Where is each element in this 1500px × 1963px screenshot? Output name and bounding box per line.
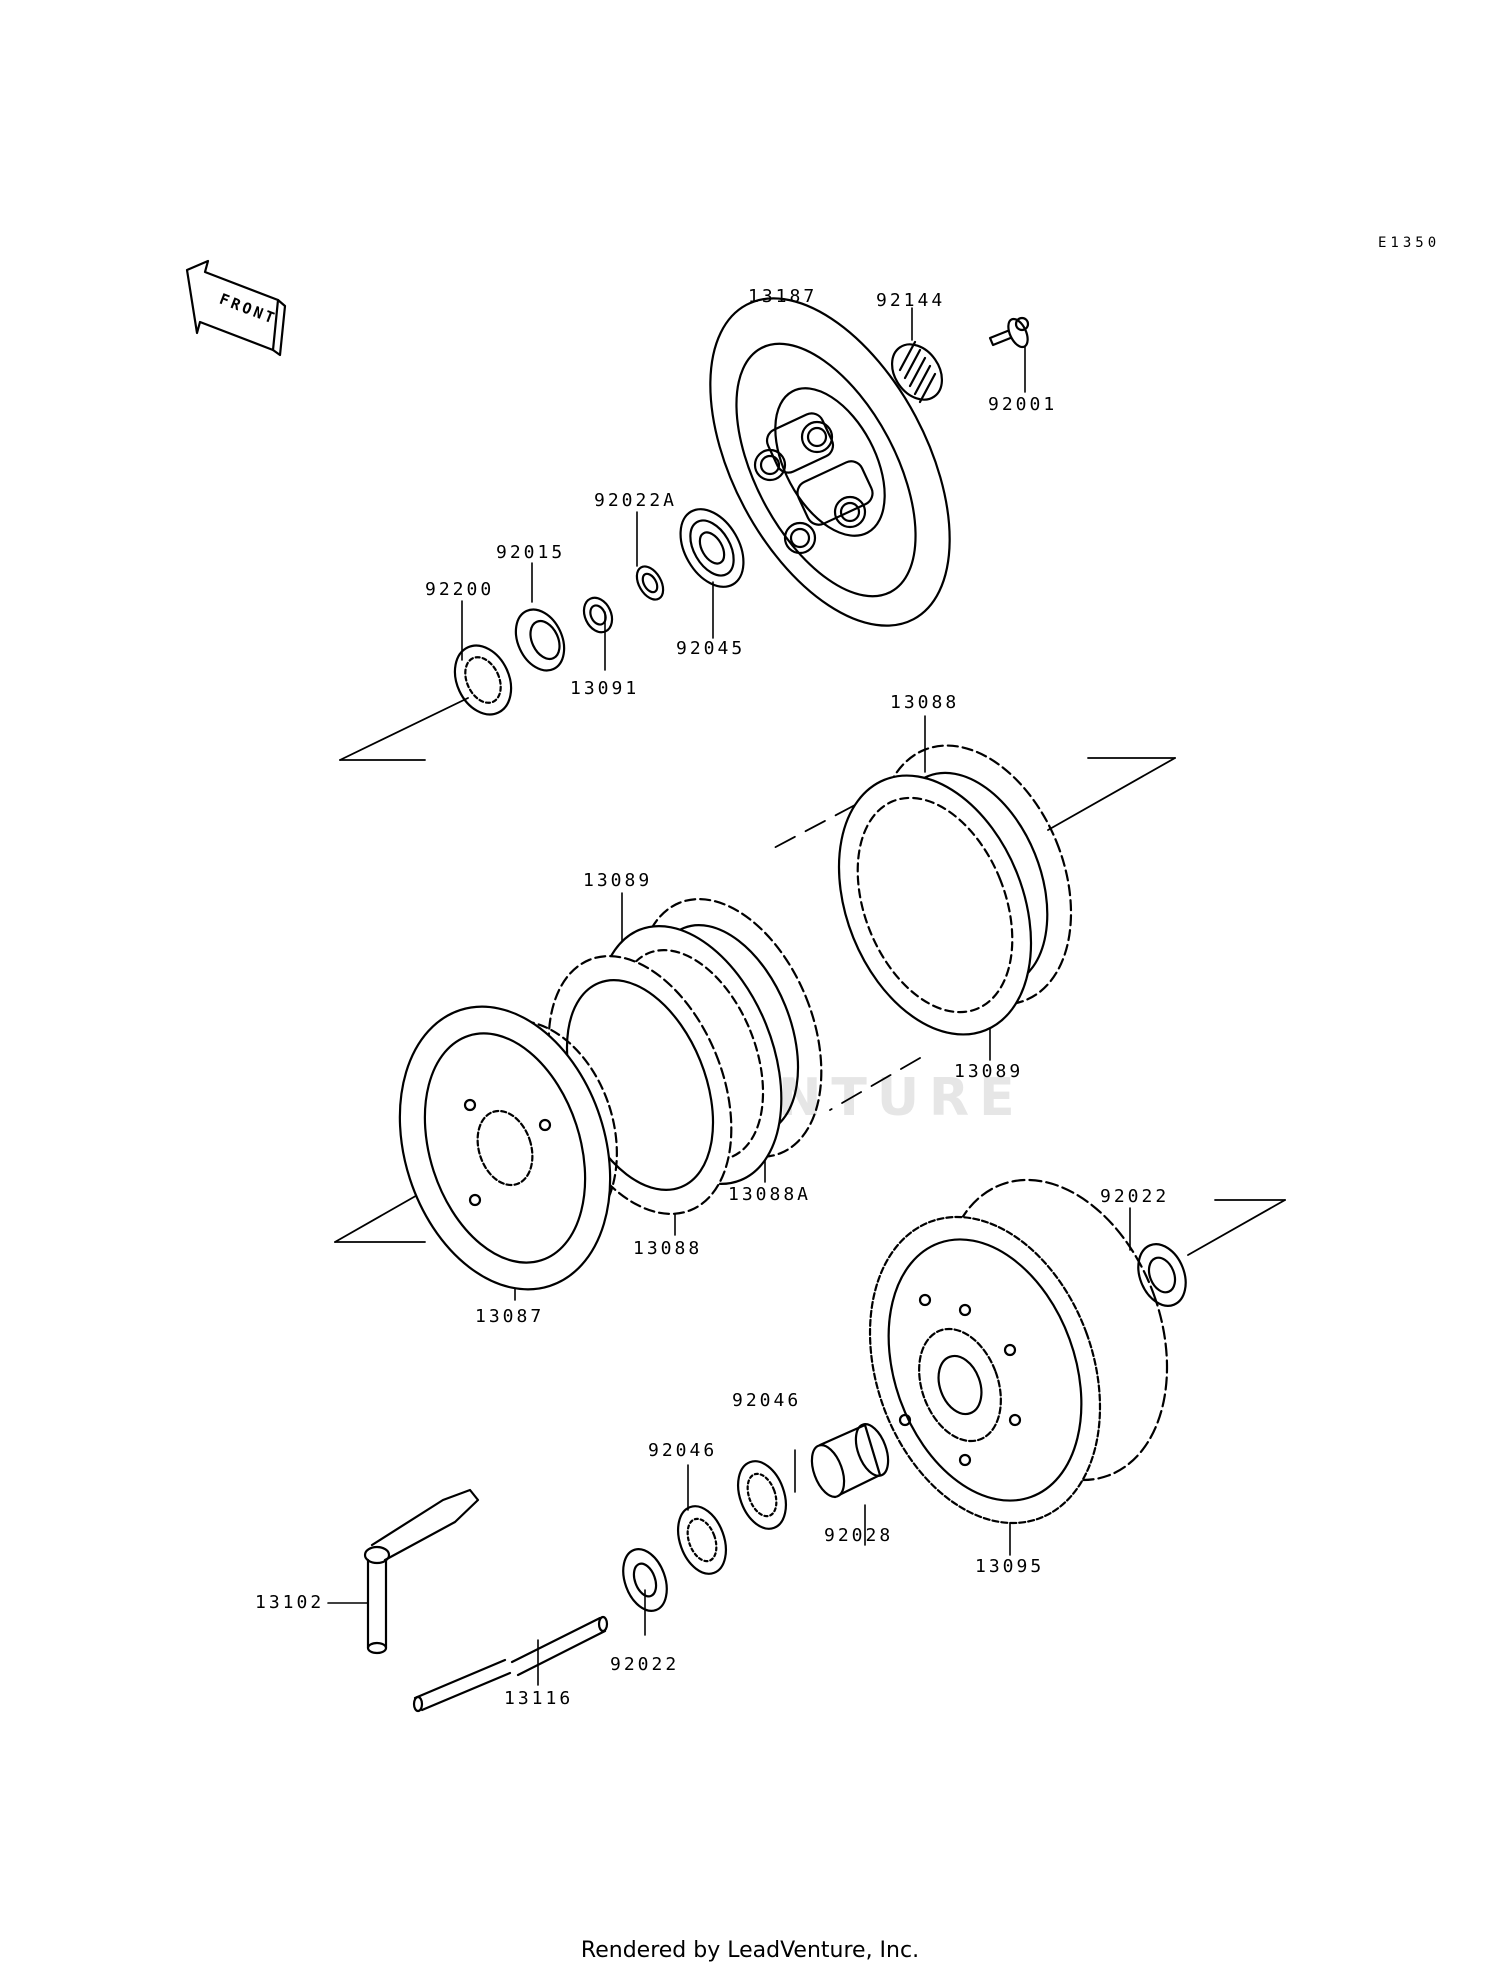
push-rod	[412, 1615, 609, 1713]
footer-credit: Rendered by LeadVenture, Inc.	[580, 1938, 920, 1963]
ball-bearing	[679, 508, 745, 588]
part-label-92022a[interactable]: 92022A	[594, 490, 678, 511]
part-label-13102[interactable]: 13102	[255, 1592, 325, 1613]
part-label-92015[interactable]: 92015	[496, 542, 566, 563]
part-label-13187[interactable]: 13187	[748, 286, 818, 307]
part-label-92022-right[interactable]: 92022	[1100, 1186, 1170, 1207]
diagram-code: E1350	[1378, 235, 1441, 251]
nut-92015	[514, 608, 566, 672]
part-label-92001[interactable]: 92001	[988, 394, 1058, 415]
part-label-13089-right[interactable]: 13089	[954, 1061, 1024, 1082]
needle-bearing-b	[737, 1460, 787, 1530]
pressure-plate	[709, 297, 951, 627]
lockwasher-92200	[453, 644, 513, 716]
part-label-92144[interactable]: 92144	[876, 290, 946, 311]
washer-92022a	[635, 565, 665, 601]
clutch-hub	[398, 1005, 618, 1291]
part-label-92045[interactable]: 92045	[676, 638, 746, 659]
sleeve-92028	[810, 1423, 890, 1499]
front-arrow-icon	[185, 259, 287, 357]
part-label-92022-bottom[interactable]: 92022	[610, 1654, 680, 1675]
part-label-92028[interactable]: 92028	[824, 1525, 894, 1546]
part-label-13088a[interactable]: 13088A	[728, 1184, 812, 1205]
part-label-92046-b[interactable]: 92046	[732, 1390, 802, 1411]
part-label-13088-top[interactable]: 13088	[890, 692, 960, 713]
clutch-spring	[890, 340, 944, 404]
part-label-92046-a[interactable]: 92046	[648, 1440, 718, 1461]
washer-92022-right	[1137, 1243, 1187, 1307]
part-label-13087[interactable]: 13087	[475, 1306, 545, 1327]
part-label-13116[interactable]: 13116	[504, 1688, 574, 1709]
needle-bearing-a	[677, 1505, 727, 1575]
part-label-92200[interactable]: 92200	[425, 579, 495, 600]
bolt	[988, 316, 1030, 349]
part-label-13091[interactable]: 13091	[570, 678, 640, 699]
part-label-13095[interactable]: 13095	[975, 1556, 1045, 1577]
clutch-housing	[868, 1178, 1169, 1525]
part-label-13089-left[interactable]: 13089	[583, 870, 653, 891]
washer-92022-bottom	[622, 1548, 668, 1612]
part-label-13088-bottom[interactable]: 13088	[633, 1238, 703, 1259]
steel-plate-upper	[837, 774, 1033, 1036]
release-lever	[363, 1488, 480, 1655]
axis-lines	[334, 697, 1286, 1256]
collar-13091	[582, 596, 614, 634]
